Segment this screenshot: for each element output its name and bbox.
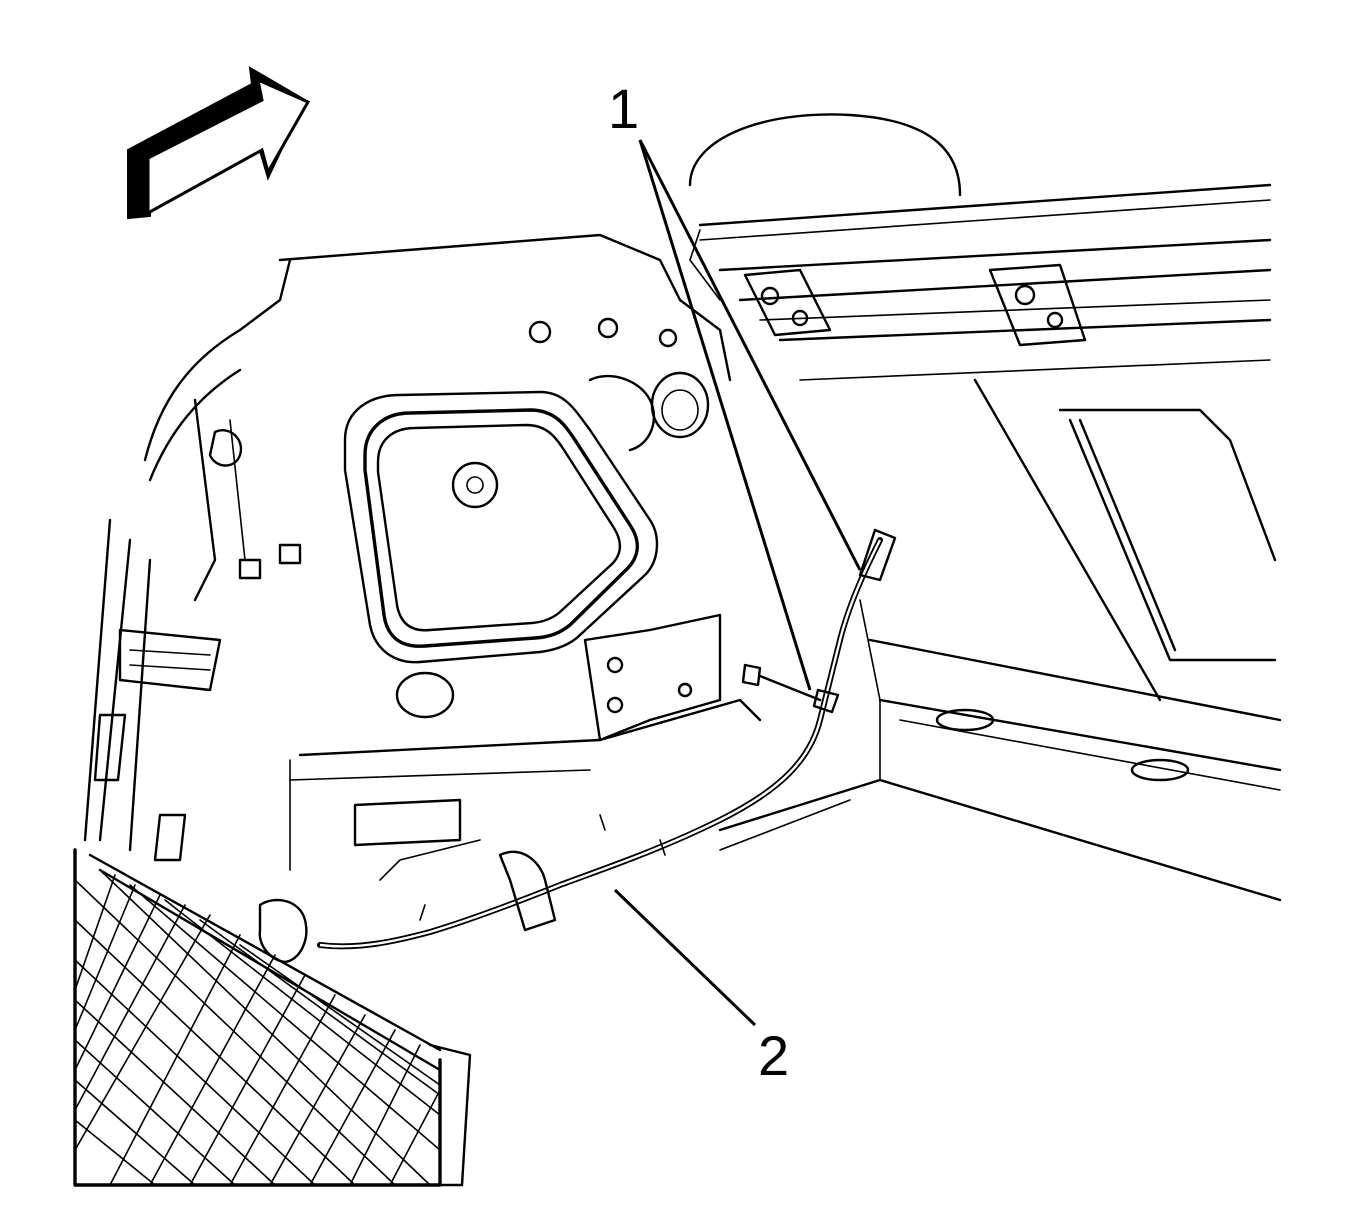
leader-line-2 xyxy=(613,888,757,1027)
harness-tube xyxy=(258,528,897,964)
cargo-net xyxy=(73,848,472,1187)
left-pillar-panel xyxy=(83,258,302,862)
quarter-inner-panel xyxy=(278,233,762,871)
callout-label-1: 1 xyxy=(608,77,639,140)
callout-leader-lines xyxy=(613,139,862,1027)
leader-line-1b xyxy=(638,139,862,571)
rear-seatback-panel xyxy=(688,113,1277,702)
callout-label-2: 2 xyxy=(758,1024,789,1087)
leader-line-1 xyxy=(638,139,812,691)
forward-direction-arrow-icon xyxy=(127,66,311,220)
trunk-interior-panels xyxy=(718,599,1282,902)
